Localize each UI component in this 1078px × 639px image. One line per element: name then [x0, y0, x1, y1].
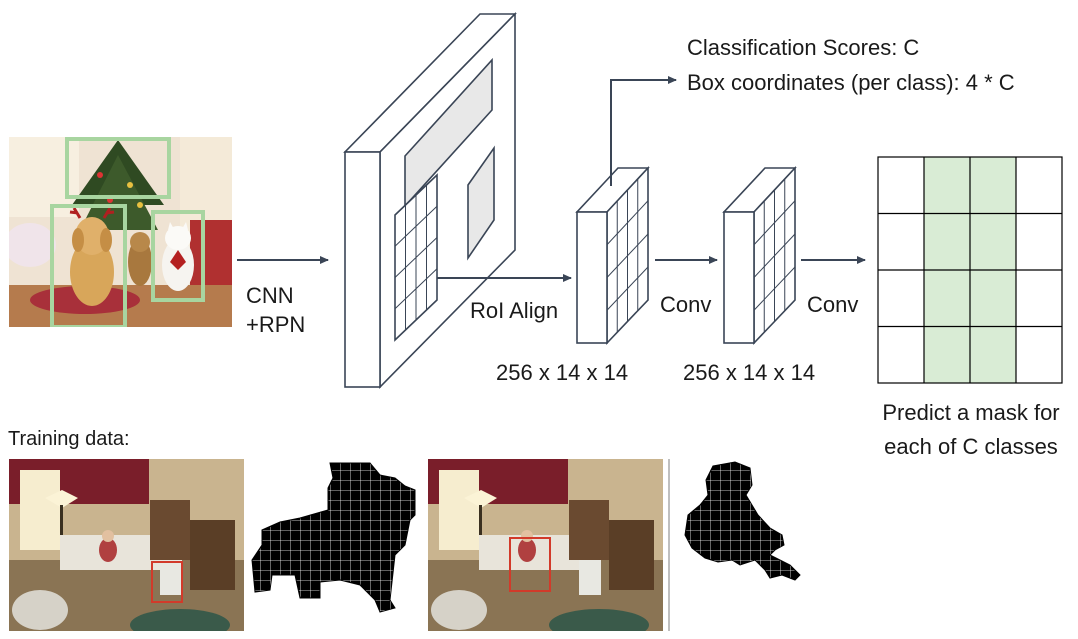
mask-output-grid: [877, 156, 1063, 384]
training-image-chair: [9, 459, 244, 631]
rpn-label: +RPN: [246, 312, 305, 337]
predict-mask-label-line1: Predict a mask for: [882, 400, 1059, 425]
training-mask-child: [684, 461, 801, 581]
roi-align-label: RoI Align: [470, 298, 558, 323]
training-data-label: Training data:: [8, 428, 130, 450]
roi-feature-cube: [575, 165, 650, 345]
predict-mask-label-line2: each of C classes: [884, 434, 1058, 459]
training-image-child: [428, 459, 663, 631]
conv1-label: Conv: [660, 292, 711, 317]
conv-feature-cube: [722, 165, 797, 345]
training-mask-chair: [251, 462, 416, 613]
box-coordinates-label: Box coordinates (per class): 4 * C: [687, 70, 1015, 95]
classification-scores-label: Classification Scores: C: [687, 35, 919, 60]
dims2-label: 256 x 14 x 14: [683, 360, 815, 385]
dims1-label: 256 x 14 x 14: [496, 360, 628, 385]
cnn-label: CNN: [246, 283, 294, 308]
feature-map: [343, 12, 517, 389]
classification-arrow: [610, 76, 677, 186]
conv2-label: Conv: [807, 292, 858, 317]
input-photo: [9, 137, 232, 327]
